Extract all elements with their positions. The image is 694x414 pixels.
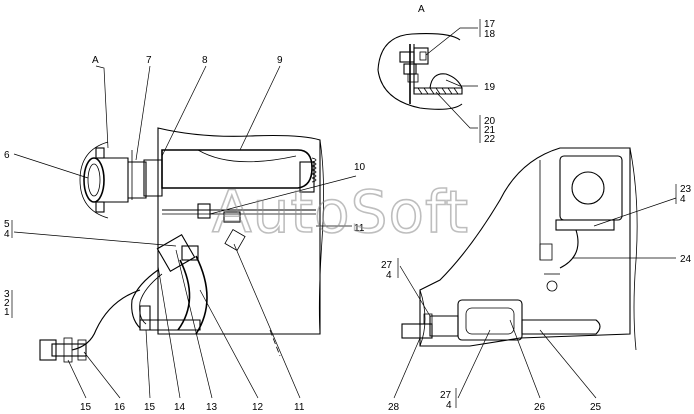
label-4-right-top: 4	[680, 194, 686, 205]
label-4-right-mid: 4	[386, 270, 392, 281]
label-8: 8	[202, 55, 208, 66]
view-a-detail: A 17 18 19 20 21 22	[377, 4, 496, 145]
label-11-right: 11	[354, 223, 365, 234]
label-17: 17	[484, 19, 496, 30]
watermark-text: AutoSoft	[212, 178, 469, 246]
label-28: 28	[388, 402, 400, 413]
view-a-title: A	[418, 4, 425, 15]
label-6: 6	[4, 150, 10, 161]
label-4: 4	[4, 229, 10, 240]
label-20: 20	[484, 116, 496, 127]
label-3: 3	[4, 289, 10, 300]
label-18: 18	[484, 29, 496, 40]
label-16: 16	[114, 402, 126, 413]
label-11: 11	[294, 402, 305, 413]
label-26: 26	[534, 402, 546, 413]
label-14: 14	[174, 402, 186, 413]
label-4-right-bottom: 4	[446, 400, 452, 411]
label-9: 9	[277, 55, 283, 66]
label-1: 1	[4, 307, 10, 318]
label-27-top: 27	[381, 260, 393, 271]
label-2: 2	[4, 298, 10, 309]
label-13: 13	[206, 402, 218, 413]
label-10: 10	[354, 162, 366, 173]
label-23: 23	[680, 184, 692, 195]
label-19: 19	[484, 82, 496, 93]
label-a: A	[92, 55, 99, 66]
label-25: 25	[590, 402, 602, 413]
label-24: 24	[680, 254, 692, 265]
label-21: 21	[484, 125, 496, 136]
right-view: 23 4 24 27 4 28 27 4 26 25	[381, 147, 692, 413]
main-view: A 7 8 9 6 10 5 4 11 3 2 1 15 16 15 14 13…	[4, 55, 366, 413]
label-22: 22	[484, 134, 496, 145]
label-5: 5	[4, 219, 10, 230]
label-7: 7	[146, 55, 152, 66]
label-15-left: 15	[80, 402, 92, 413]
label-27-bottom: 27	[440, 390, 452, 401]
label-12: 12	[252, 402, 264, 413]
label-15-mid: 15	[144, 402, 156, 413]
